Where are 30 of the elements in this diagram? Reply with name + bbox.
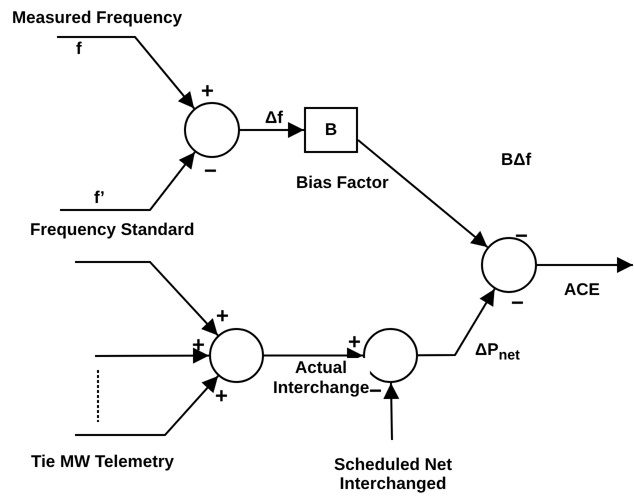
sign-label: + [215, 305, 230, 327]
arrow [95, 348, 209, 364]
arrow [418, 288, 496, 356]
arrow [383, 382, 400, 440]
input-label: Frequency Standard [30, 220, 194, 240]
arrow [75, 261, 219, 336]
summing-junction [184, 102, 240, 158]
sign-label: + [200, 80, 215, 102]
arrow [357, 139, 488, 248]
block-label: B [324, 120, 338, 140]
input-label: Measured Frequency [12, 8, 182, 28]
arrow [240, 122, 304, 138]
sign-label: + [347, 331, 362, 353]
arrow [75, 375, 219, 436]
block-caption: Bias Factor [296, 173, 389, 193]
input-label: Scheduled Net Interchanged [332, 454, 454, 494]
arrow [57, 36, 195, 110]
summing-junction [209, 328, 264, 383]
sign-label: − [514, 225, 529, 247]
sign-label: + [214, 385, 229, 407]
edge-label: Actual Interchange [272, 358, 370, 398]
summing-junction [481, 237, 537, 293]
gain-block [304, 107, 358, 153]
arrow [537, 257, 633, 273]
group-label: Tie MW Telemetry [30, 452, 175, 472]
sign-label: − [369, 380, 383, 402]
arrow [60, 152, 196, 211]
sign-label: − [510, 292, 525, 314]
sign-label: + [191, 334, 206, 356]
sign-label: − [203, 160, 218, 182]
